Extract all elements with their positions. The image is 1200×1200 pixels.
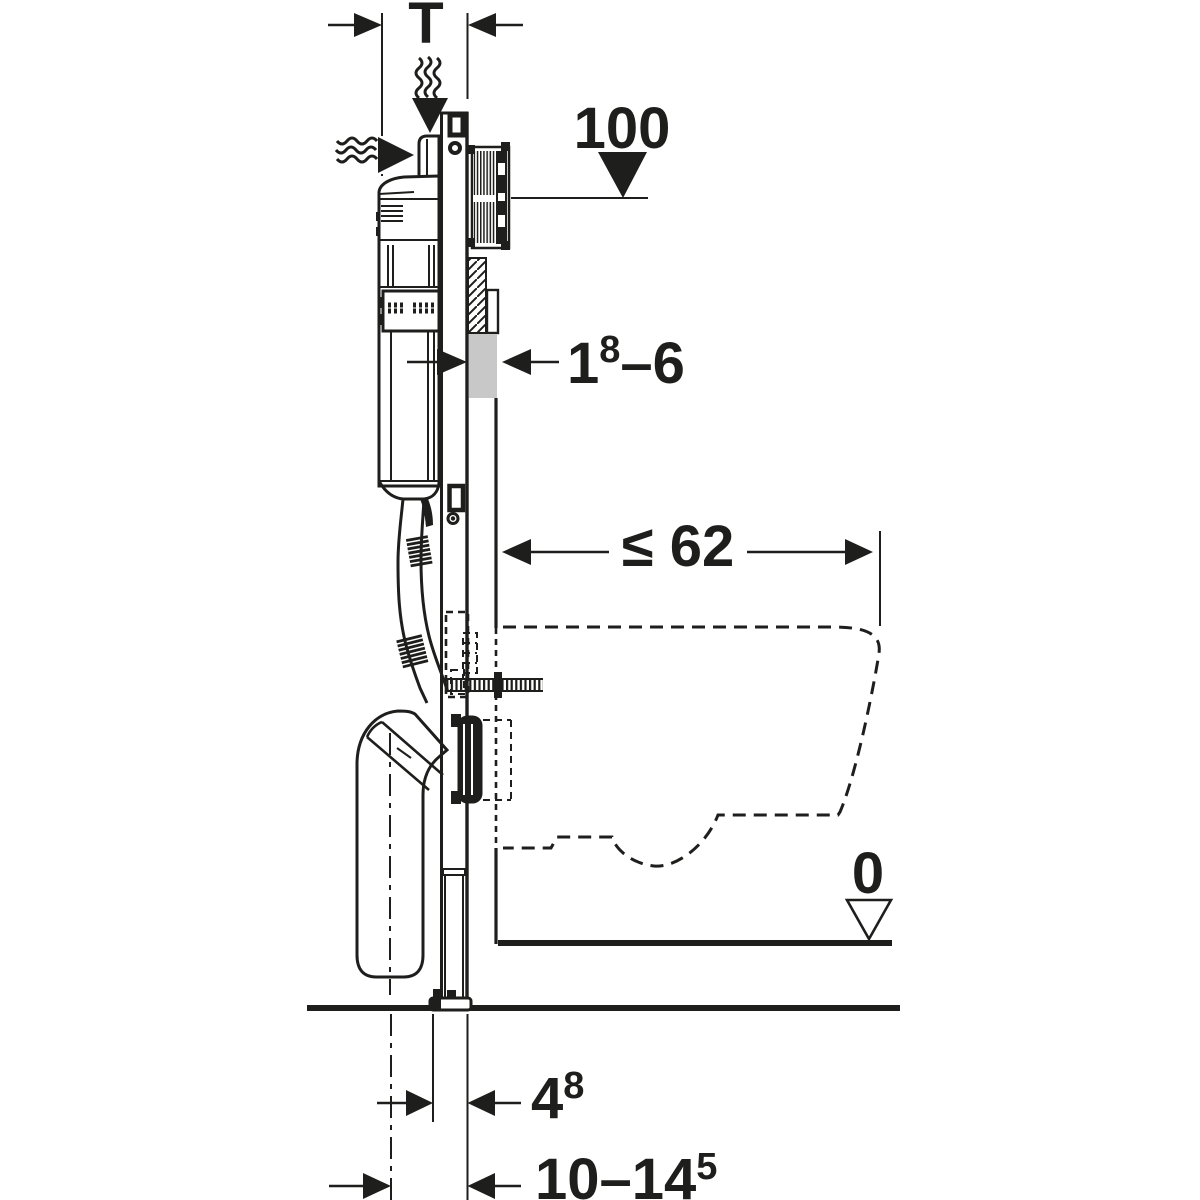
dimension-finish-thickness: 18–6 <box>407 329 685 396</box>
frame-rail <box>428 111 473 1012</box>
corrugated-protection-box <box>468 142 511 250</box>
frame-depth-label: T <box>408 0 443 56</box>
toilet-bowl-outline <box>503 625 881 868</box>
rail-slot <box>447 483 466 513</box>
drain-inlet-stub <box>365 720 444 791</box>
rail-slot <box>447 112 466 138</box>
wall-finish-gray <box>469 332 497 398</box>
finish-thickness-label: 18–6 <box>567 329 685 396</box>
floor-datum-marker: 0 <box>844 841 894 942</box>
dimension-drain-offset: 10–145 <box>329 1146 717 1200</box>
foot-offset-label: 48 <box>531 1065 584 1131</box>
rail-hole <box>448 141 462 155</box>
noise-arrow-down-icon <box>412 55 448 133</box>
dimension-frame-depth: T <box>328 0 523 176</box>
coil-coupling-icon <box>405 535 433 568</box>
dimension-height-100: 100 <box>511 96 671 199</box>
height-marker-triangle-icon <box>598 152 647 198</box>
coil-coupling-icon <box>396 634 429 669</box>
wall-hatch <box>467 257 500 335</box>
bowl-depth-label: ≤ 62 <box>622 514 734 579</box>
wc-outlet-connector <box>451 714 512 804</box>
frame-rail-body <box>440 112 469 1002</box>
dimension-bowl-depth: ≤ 62 <box>502 514 881 626</box>
floor-datum-label: 0 <box>852 841 884 906</box>
mounting-bracket <box>381 289 441 333</box>
frame-foot <box>428 868 473 1012</box>
noise-arrow-right-icon <box>334 136 414 173</box>
flush-pipe <box>396 497 450 704</box>
height-marker-label: 100 <box>574 96 671 161</box>
drain-bend <box>355 709 450 995</box>
drain-offset-label: 10–145 <box>535 1146 717 1200</box>
dimension-foot-offset: 48 <box>377 1014 584 1200</box>
concealed-cistern <box>376 134 441 501</box>
datum-triangle-icon <box>844 898 894 942</box>
